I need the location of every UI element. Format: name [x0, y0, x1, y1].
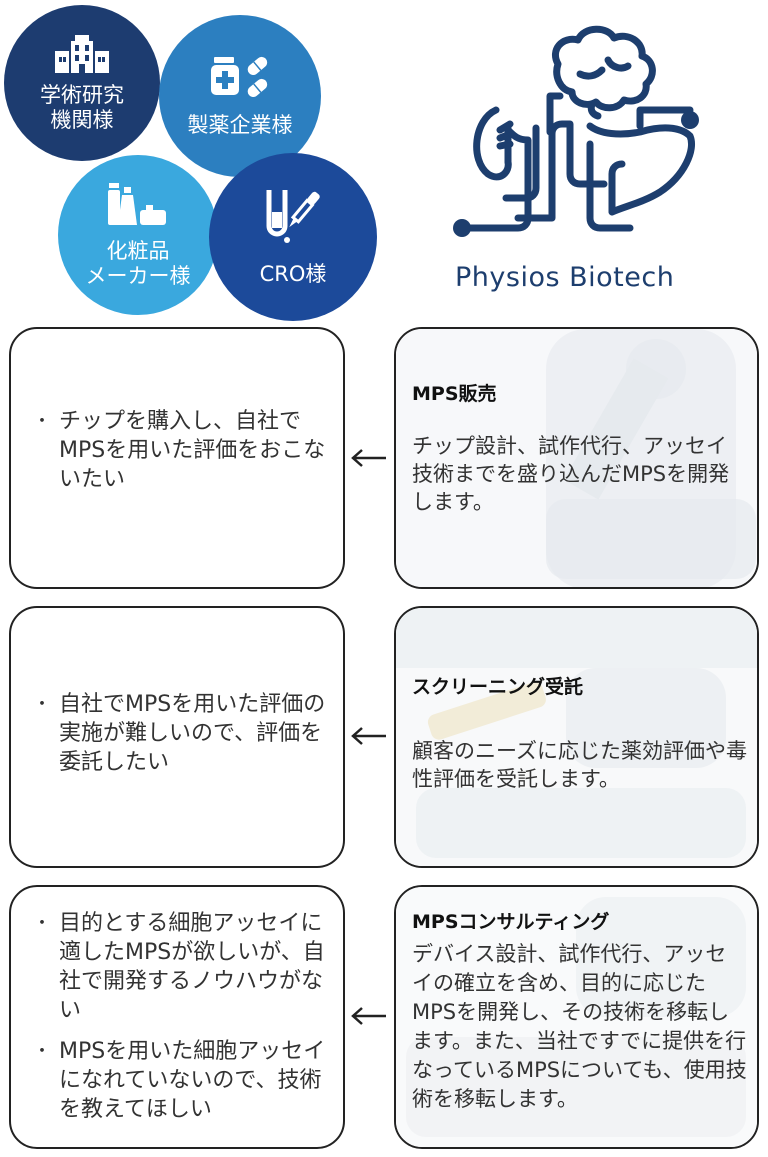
segment-academic: 学術研究 機関様	[4, 5, 160, 161]
needs-list: ・目的とする細胞アッセイに適したMPSが欲しいが、自社で開発するノウハウがない …	[31, 909, 331, 1136]
service-content: MPSコンサルティング デバイス設計、試作代行、アッセイの確立を含め、目的に応じ…	[412, 907, 747, 1114]
needs-list: ・チップを購入し、自社でMPSを用いた評価をおこないたい	[31, 407, 331, 506]
brain-kidney-liver-circuit-logo	[453, 25, 699, 237]
segment-label: 化粧品 メーカー様	[85, 239, 191, 288]
service-description: デバイス設計、試作代行、アッセイの確立を含め、目的に応じたMPSを開発し、その技…	[412, 942, 747, 1111]
service-title: MPS販売	[412, 383, 497, 405]
customer-need-box: ・自社でMPSを用いた評価の実施が難しいので、評価を委託したい	[9, 606, 345, 868]
lab-photo-background	[396, 608, 757, 866]
needs-list: ・自社でMPSを用いた評価の実施が難しいので、評価を委託したい	[31, 690, 331, 789]
service-title: スクリーニング受託	[412, 676, 584, 698]
left-arrow-icon	[351, 449, 386, 467]
service-description: チップ設計、試作代行、アッセイ技術までを盛り込んだMPSを開発します。	[412, 434, 730, 514]
service-content: スクリーニング受託 顧客のニーズに応じた薬効評価や毒性評価を受託します。	[412, 672, 747, 793]
university-building-icon	[55, 35, 109, 73]
service-content: MPS販売 チップ設計、試作代行、アッセイ技術までを盛り込んだMPSを開発します…	[412, 379, 747, 516]
customer-need-box: ・チップを購入し、自社でMPSを用いた評価をおこないたい	[9, 327, 345, 589]
need-item: ・目的とする細胞アッセイに適したMPSが欲しいが、自社で開発するノウハウがない	[33, 911, 325, 1023]
service-box: スクリーニング受託 顧客のニーズに応じた薬効評価や毒性評価を受託します。	[394, 606, 759, 868]
service-box: MPSコンサルティング デバイス設計、試作代行、アッセイの確立を含め、目的に応じ…	[394, 885, 759, 1149]
test-tube-dropper-icon	[266, 189, 320, 243]
need-item: ・自社でMPSを用いた評価の実施が難しいので、評価を委託したい	[33, 692, 326, 775]
segment-pharma: 製薬企業様	[159, 15, 321, 177]
lab-photo-background	[396, 329, 757, 587]
company-name: Physios Biotech	[455, 262, 675, 293]
lab-photo-background	[396, 887, 757, 1147]
segment-label: CRO様	[259, 261, 327, 286]
service-description: 顧客のニーズに応じた薬効評価や毒性評価を受託します。	[412, 739, 747, 791]
segment-cosmetics: 化粧品 メーカー様	[58, 155, 218, 315]
left-arrow-icon	[351, 727, 386, 745]
service-box: MPS販売 チップ設計、試作代行、アッセイ技術までを盛り込んだMPSを開発します…	[394, 327, 759, 589]
segment-cro: CRO様	[209, 153, 377, 321]
medicine-bottle-pill-icon	[211, 56, 268, 97]
cosmetics-bottles-icon	[108, 183, 166, 225]
segment-label: 製薬企業様	[187, 112, 293, 137]
service-title: MPSコンサルティング	[412, 911, 610, 933]
left-arrow-icon	[351, 1007, 386, 1025]
need-item: ・チップを購入し、自社でMPSを用いた評価をおこないたい	[33, 409, 326, 492]
segment-label: 学術研究 機関様	[40, 83, 124, 132]
need-item: ・MPSを用いた細胞アッセイになれていないので、技術を教えてほしい	[33, 1039, 326, 1122]
customer-need-box: ・目的とする細胞アッセイに適したMPSが欲しいが、自社で開発するノウハウがない …	[9, 885, 345, 1149]
